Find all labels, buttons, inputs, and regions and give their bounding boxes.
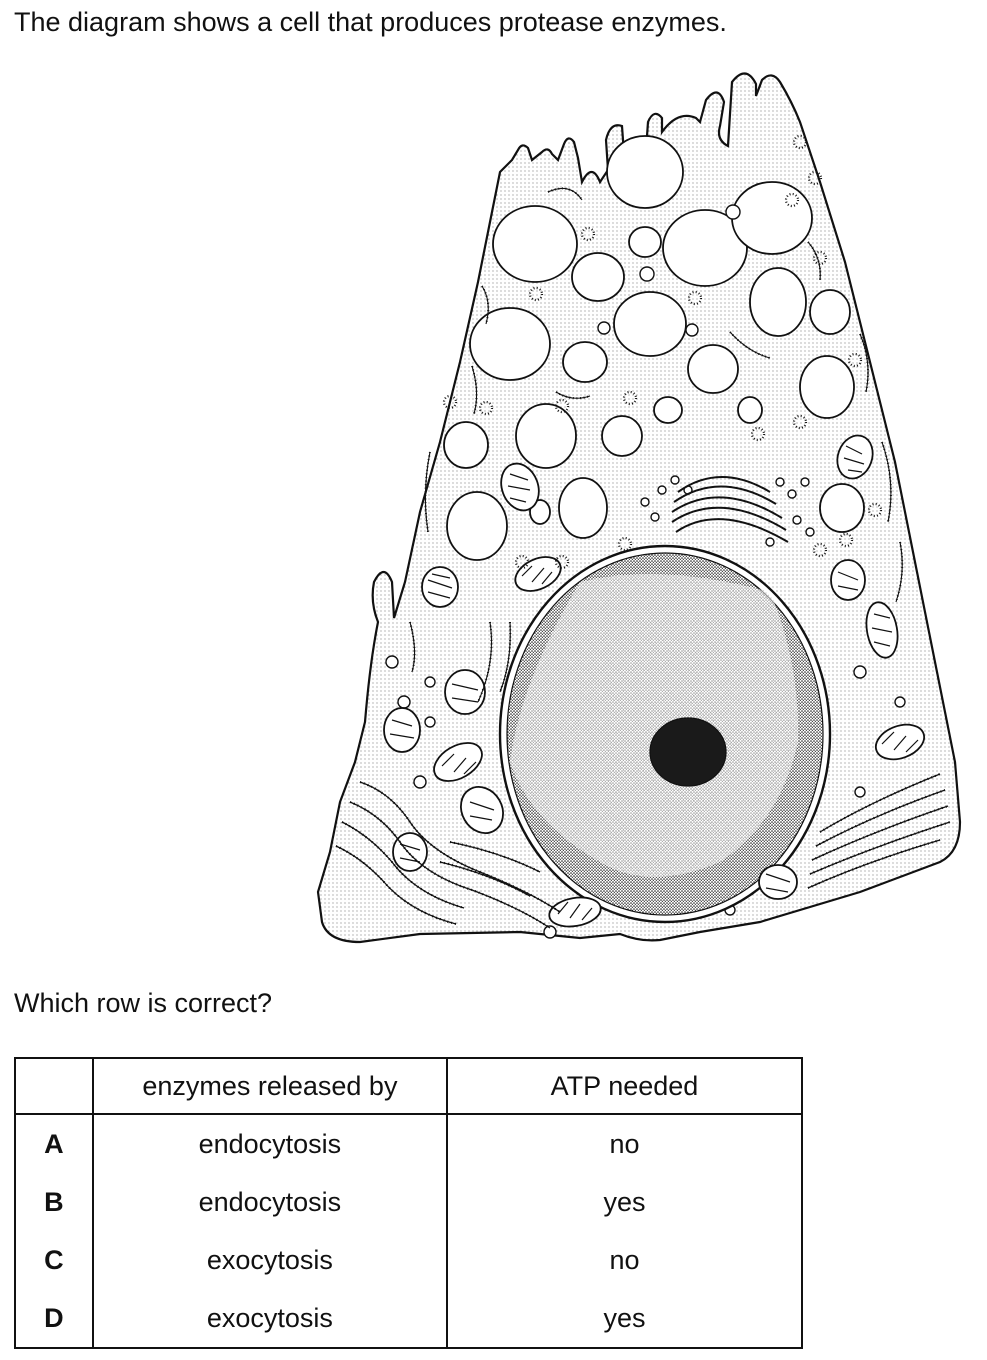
row-released-by: endocytosis: [91, 1173, 448, 1231]
header-key: [14, 1057, 94, 1115]
table-row[interactable]: A endocytosis no: [14, 1114, 804, 1173]
row-key: D: [14, 1289, 94, 1349]
secretory-vesicles: [443, 135, 865, 561]
intro-text: The diagram shows a cell that produces p…: [14, 7, 727, 37]
nucleolus: [649, 717, 727, 787]
row-atp: yes: [445, 1289, 804, 1349]
row-atp: yes: [445, 1173, 804, 1231]
cell-diagram: [316, 72, 962, 944]
row-released-by: exocytosis: [91, 1231, 448, 1289]
golgi-apparatus: [671, 476, 789, 543]
question-text: Which row is correct?: [14, 988, 273, 1018]
row-atp: no: [445, 1114, 804, 1173]
row-key: B: [14, 1173, 94, 1231]
table-row[interactable]: B endocytosis yes: [14, 1173, 804, 1231]
table-header-row: enzymes released by ATP needed: [14, 1057, 804, 1115]
row-key: A: [14, 1114, 94, 1173]
table-row[interactable]: C exocytosis no: [14, 1231, 804, 1289]
row-released-by: endocytosis: [91, 1114, 448, 1173]
header-enzymes-released-by: enzymes released by: [91, 1057, 448, 1115]
row-key: C: [14, 1231, 94, 1289]
mitochondria: [383, 434, 926, 928]
answer-table: enzymes released by ATP needed A endocyt…: [14, 1057, 804, 1349]
ribosome-clusters: [442, 134, 883, 570]
row-atp: no: [445, 1231, 804, 1289]
row-released-by: exocytosis: [91, 1289, 448, 1349]
table-row[interactable]: D exocytosis yes: [14, 1289, 804, 1349]
header-atp-needed: ATP needed: [445, 1057, 804, 1115]
nucleus: [498, 544, 832, 924]
